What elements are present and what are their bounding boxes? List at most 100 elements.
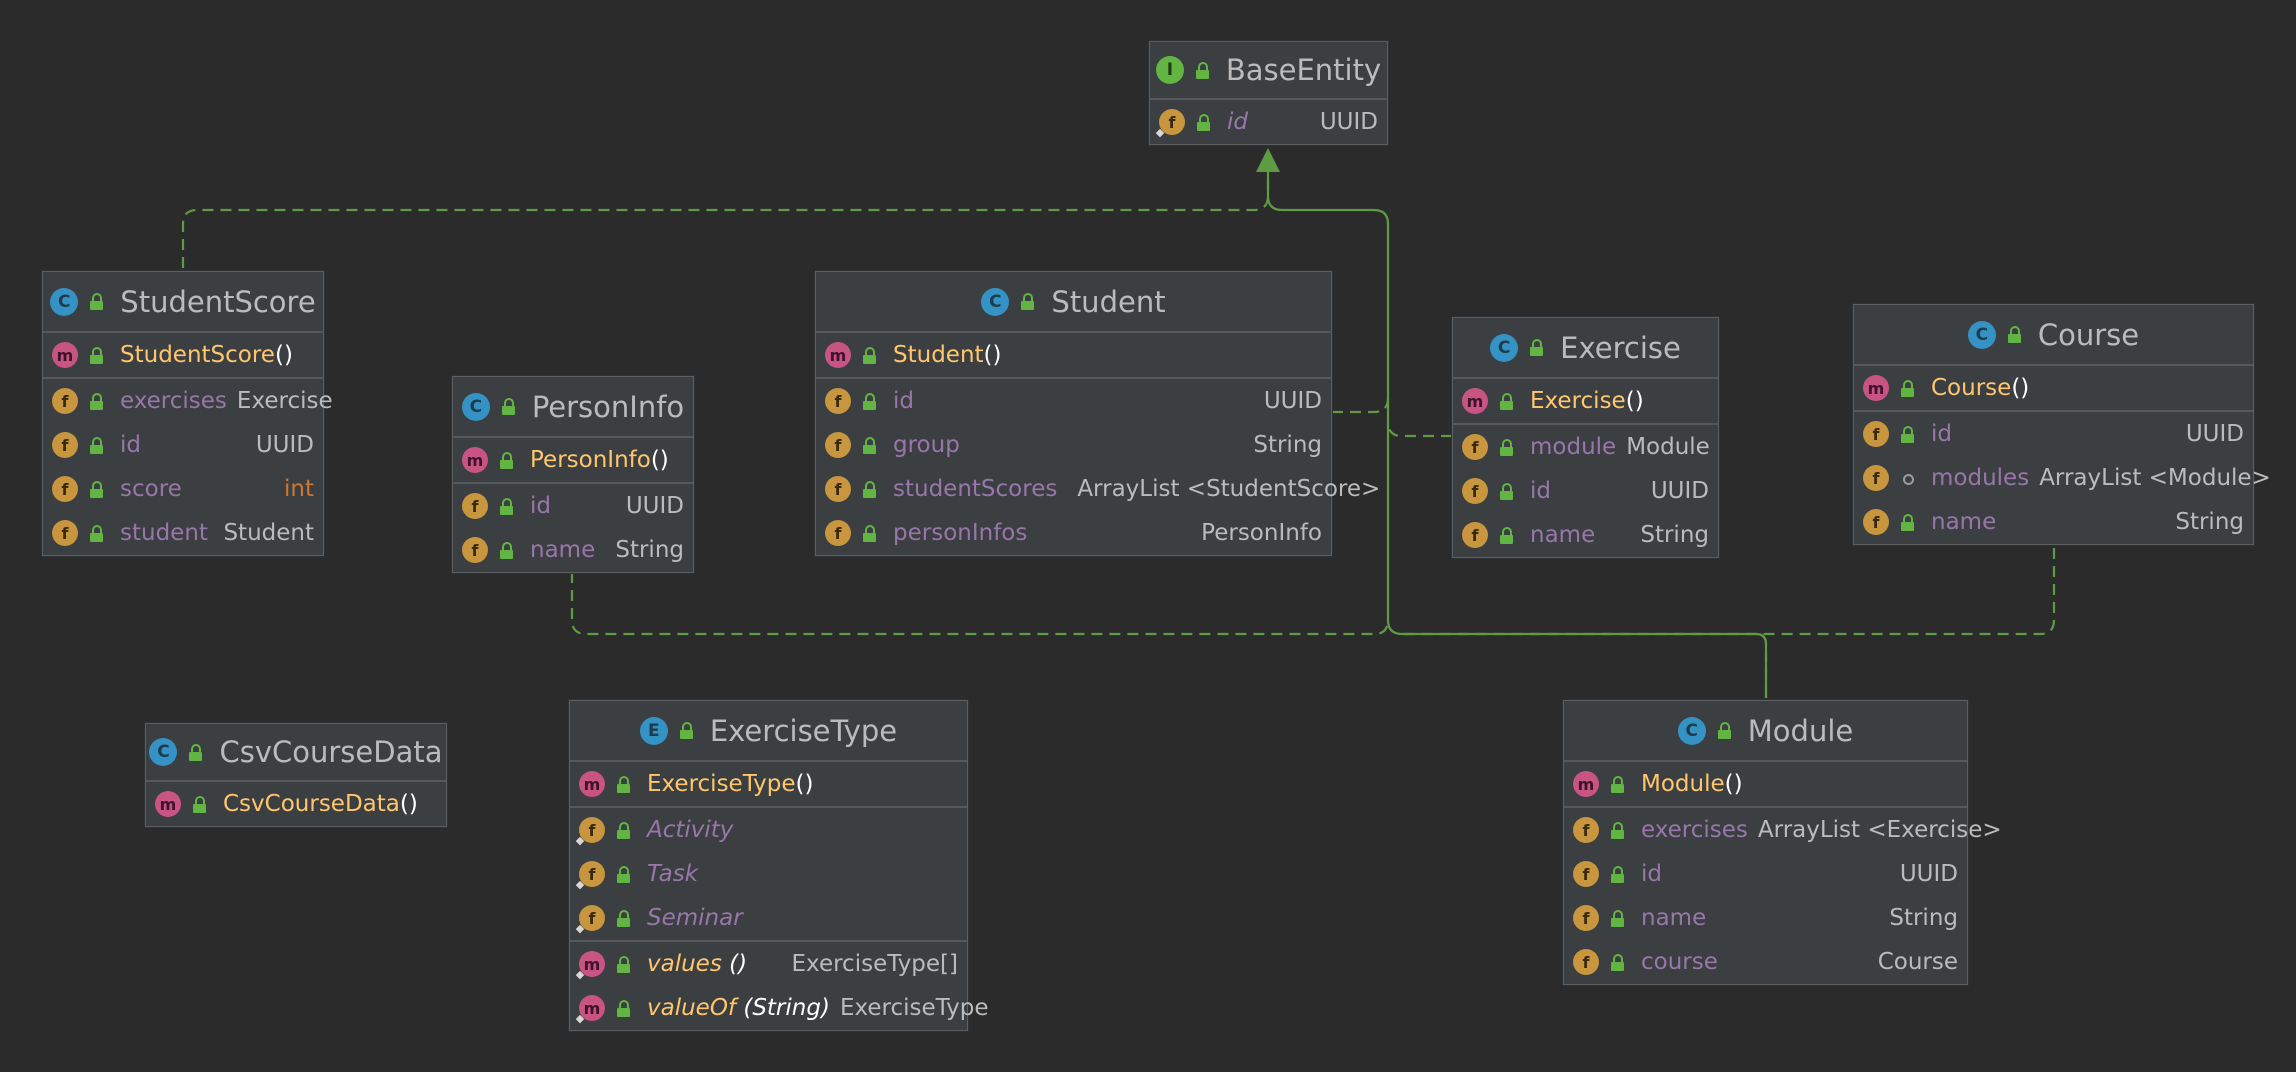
field-row[interactable]: f id UUID [1854,412,2253,456]
field-name: name [530,537,596,563]
method-name: Exercise() [1530,388,1644,414]
field-name: studentScores [893,476,1058,502]
enum-constant-name: Activity [647,817,734,843]
field-row[interactable]: f id UUID [1564,852,1967,896]
class-course[interactable]: C Course m Course() f id UUID f modules … [1853,304,2271,545]
method-row[interactable]: m PersonInfo() [453,438,693,482]
field-icon: f [825,520,851,546]
class-header: C StudentScore [43,272,323,333]
field-type: Student [223,520,314,546]
field-row[interactable]: f name String [1854,500,2253,544]
field-row[interactable]: f module Module [1453,425,1718,469]
field-row[interactable]: f◆ id UUID [1150,100,1387,144]
edge-course-baseentity [1402,548,2056,636]
methods-section: m CsvCourseData() [146,782,446,826]
field-type: ArrayList <StudentScore> [1077,476,1381,502]
field-type: UUID [1650,478,1709,504]
method-row[interactable]: m◆ valueOf (String) ExerciseType [570,986,988,1030]
method-row[interactable]: m Student() [816,333,1331,377]
field-row[interactable]: f student Student [43,511,323,555]
public-icon [862,436,877,454]
field-row[interactable]: f id UUID [1453,469,1718,513]
class-baseentity[interactable]: I BaseEntity f◆ id UUID [1149,41,1388,145]
public-icon [1900,513,1915,531]
public-icon [616,999,631,1017]
field-name: name [1530,522,1596,548]
fields-section: f exercises ArrayList <Exercise> f id UU… [1564,808,2002,984]
field-icon: f [1573,817,1599,843]
method-icon: m [825,342,851,368]
class-title: StudentScore [120,284,316,319]
package-private-icon [1900,470,1915,487]
field-row[interactable]: f id UUID [43,423,323,467]
method-row[interactable]: m Course() [1854,366,2253,410]
public-icon [679,722,694,739]
class-studentscore[interactable]: C StudentScore m StudentScore() f exerci… [42,271,333,556]
field-icon: f [52,520,78,546]
field-row[interactable]: f id UUID [816,379,1331,423]
class-exercise[interactable]: C Exercise m Exercise() f module Module … [1452,317,1719,558]
public-icon [1196,113,1211,131]
method-row[interactable]: m Exercise() [1453,379,1718,423]
enum-constant-row[interactable]: f◆ Seminar [570,896,967,940]
method-row[interactable]: m ExerciseType() [570,762,967,806]
field-row[interactable]: f id UUID [453,484,693,528]
field-row[interactable]: f group String [816,423,1331,467]
field-row[interactable]: f course Course [1564,940,1967,984]
field-row[interactable]: f name String [1564,896,1967,940]
method-name: PersonInfo() [530,447,669,473]
public-icon [89,392,104,410]
public-icon [616,775,631,793]
public-icon [862,480,877,498]
class-personinfo[interactable]: C PersonInfo m PersonInfo() f id UUID f … [452,376,694,573]
method-row[interactable]: m◆ values () ExerciseType[] [570,942,967,986]
field-name: exercises [120,388,227,414]
field-row[interactable]: f name String [1453,513,1718,557]
method-icon: m [155,791,181,817]
class-module[interactable]: C Module m Module() f exercises ArrayLis… [1563,700,2002,985]
field-type: UUID [625,493,684,519]
field-row[interactable]: f score int [43,467,323,511]
class-header: C Exercise [1453,318,1718,379]
method-row[interactable]: m StudentScore() [43,333,323,377]
field-icon: f [1573,949,1599,975]
method-return-type: ExerciseType[] [791,951,958,977]
field-name: id [120,432,141,458]
static-marker-icon: ◆ [575,1012,585,1025]
class-icon: C [461,392,490,421]
field-icon: f [825,432,851,458]
field-row[interactable]: f studentScores ArrayList <StudentScore> [816,467,1380,511]
fields-section: f id UUID f name String [453,484,693,572]
enum-exercisetype[interactable]: E ExerciseType m ExerciseType() f◆ Activ… [569,700,988,1031]
class-student[interactable]: C Student m Student() f id UUID f group … [815,271,1380,556]
enum-icon: E [639,716,668,745]
public-icon [1610,953,1625,971]
field-row[interactable]: f personInfos PersonInfo [816,511,1331,555]
class-csvcoursedata[interactable]: C CsvCourseData m CsvCourseData() [145,723,447,827]
field-row[interactable]: f exercises ArrayList <Exercise> [1564,808,2002,852]
public-icon [501,398,516,415]
public-icon [89,480,104,498]
method-icon: m [1462,388,1488,414]
methods-section: m Student() [816,333,1331,379]
class-title: Student [1051,284,1166,319]
enum-constant-row[interactable]: f◆ Task [570,852,967,896]
field-type: UUID [1319,109,1378,135]
static-marker-icon: ◆ [575,968,585,981]
field-type: UUID [2185,421,2244,447]
fields-section: f module Module f id UUID f name String [1453,425,1718,557]
field-row[interactable]: f modules ArrayList <Module> [1854,456,2271,500]
class-title: Course [2037,317,2140,352]
enum-constant-row[interactable]: f◆ Activity [570,808,967,852]
field-type: UUID [1263,388,1322,414]
field-row[interactable]: f name String [453,528,693,572]
field-row[interactable]: f exercises Exercise [43,379,333,423]
method-return-type: ExerciseType [839,995,989,1021]
public-icon [616,865,631,883]
method-row[interactable]: m CsvCourseData() [146,782,446,826]
method-row[interactable]: m Module() [1564,762,1967,806]
field-name: id [530,493,551,519]
method-icon: m [52,342,78,368]
field-name: score [120,476,182,502]
field-name: module [1530,434,1617,460]
